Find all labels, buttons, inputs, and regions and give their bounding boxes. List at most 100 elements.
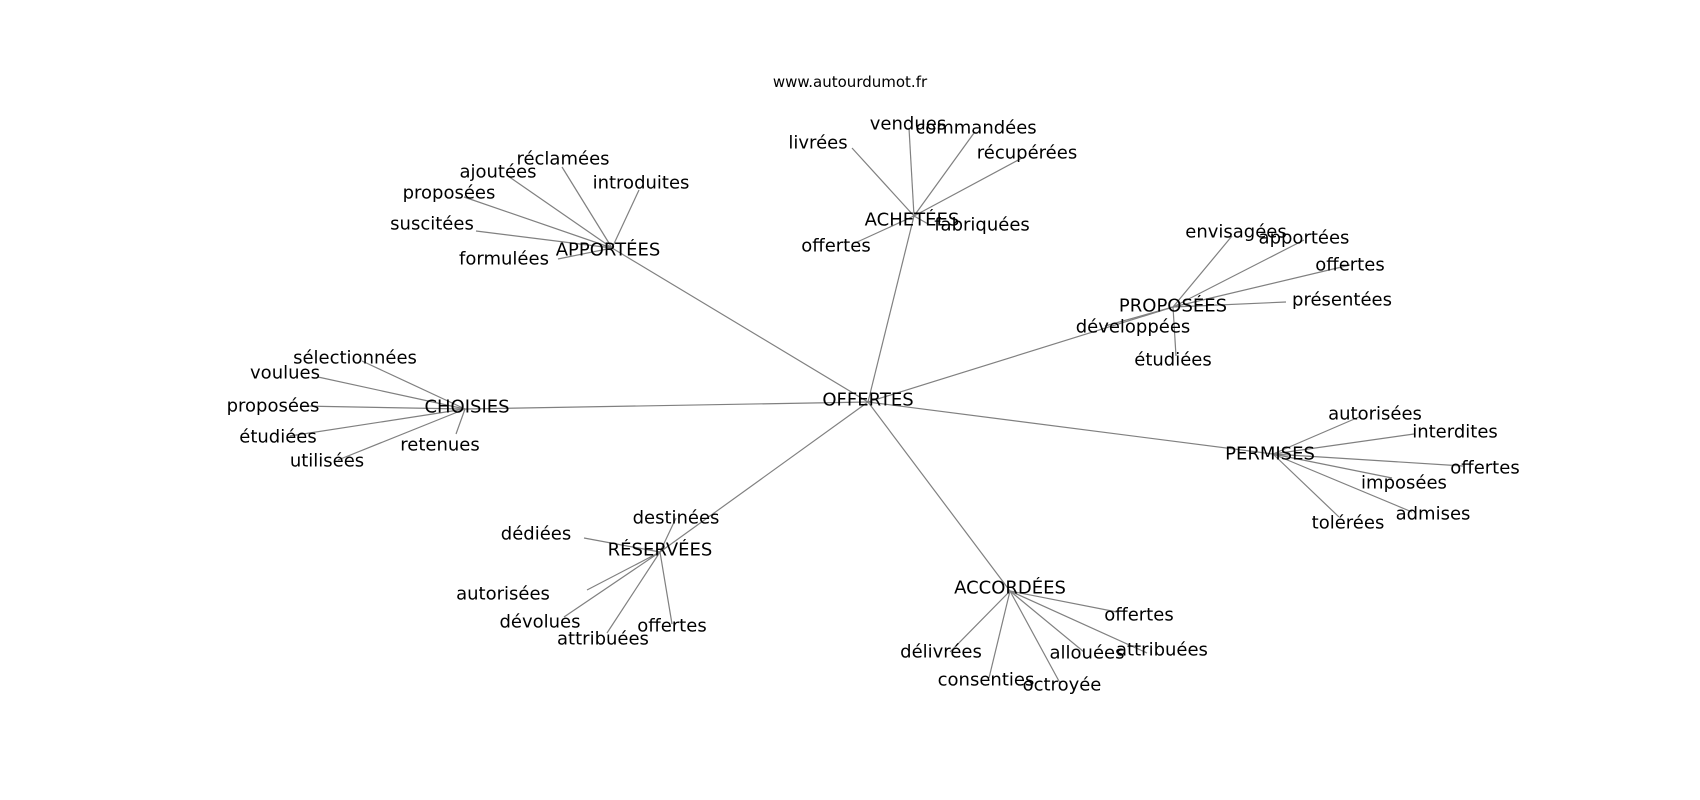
edge-hub-to-word [289, 408, 466, 437]
related-word[interactable]: vendues [870, 114, 946, 135]
related-word[interactable]: retenues [400, 435, 479, 456]
site-watermark: www.autourdumot.fr [772, 73, 928, 91]
related-word[interactable]: dédiées [501, 524, 571, 545]
edge-hub-to-word [1009, 590, 1118, 613]
edge-hub-to-word [1172, 239, 1305, 308]
related-word[interactable]: récupérées [977, 143, 1077, 164]
edge-hub-to-word [475, 230, 613, 249]
related-word[interactable]: fabriquées [934, 215, 1030, 236]
graph-edges [289, 127, 1464, 684]
edge-center-to-hub [611, 247, 869, 403]
related-word[interactable]: proposées [403, 183, 496, 204]
related-word[interactable]: destinées [633, 508, 720, 529]
related-word[interactable]: octroyée [1023, 675, 1102, 696]
edge-hub-to-word [361, 360, 466, 410]
edge-hub-to-word [988, 590, 1011, 679]
edge-hub-to-word [300, 405, 466, 410]
edge-hub-to-word [611, 189, 640, 249]
edge-hub-to-word [854, 215, 915, 244]
edge-center-to-hub [867, 401, 1274, 455]
hub-word[interactable]: ACCORDÉES [954, 577, 1066, 599]
related-word[interactable]: offertes [1104, 605, 1173, 626]
edge-hub-to-word [1272, 453, 1393, 479]
related-word[interactable]: suscitées [390, 214, 474, 235]
related-word[interactable]: étudiées [1134, 350, 1212, 371]
related-word[interactable]: interdites [1412, 422, 1498, 443]
related-word[interactable]: envisagées [1185, 222, 1287, 243]
edge-center-to-hub [867, 401, 1011, 592]
edge-hub-to-word [1272, 453, 1464, 467]
edge-hub-to-word [1009, 590, 1148, 654]
related-word[interactable]: attribuées [557, 629, 649, 650]
edge-hub-to-word [337, 408, 466, 461]
edge-hub-to-word [913, 215, 931, 226]
edge-hub-to-word [1272, 453, 1340, 518]
hub-word[interactable]: CHOISIES [424, 397, 509, 418]
edge-hub-to-word [606, 551, 661, 634]
edge-hub-to-word [1009, 590, 1085, 653]
edge-hub-to-word [913, 132, 975, 217]
related-word[interactable]: offertes [637, 616, 706, 637]
related-word[interactable]: offertes [801, 236, 870, 257]
hub-word[interactable]: RÉSERVÉES [608, 539, 713, 561]
edge-hub-to-word [659, 517, 677, 553]
edge-center-to-hub [464, 401, 869, 410]
edge-hub-to-word [908, 127, 915, 217]
related-word[interactable]: autorisées [456, 584, 550, 605]
related-word[interactable]: réclamées [516, 149, 609, 170]
edge-hub-to-word [586, 551, 661, 591]
edge-hub-to-word [1009, 590, 1061, 684]
edge-hub-to-word [659, 551, 673, 625]
related-word[interactable]: proposées [227, 396, 320, 417]
related-word[interactable]: délivrées [900, 642, 982, 663]
related-word[interactable]: présentées [1292, 290, 1392, 311]
edge-hub-to-word [455, 408, 466, 435]
related-word[interactable]: commandées [915, 118, 1036, 139]
edge-hub-to-word [1272, 453, 1413, 513]
edge-hub-to-word [1172, 235, 1233, 308]
related-word[interactable]: attribuées [1116, 640, 1208, 661]
related-word[interactable]: sélectionnées [293, 348, 417, 369]
related-word[interactable]: développées [1076, 317, 1191, 338]
related-word[interactable]: consenties [938, 670, 1035, 691]
edge-hub-to-word [851, 147, 915, 217]
related-word[interactable]: offertes [1315, 255, 1384, 276]
edge-hub-to-word [1172, 264, 1351, 308]
edge-hub-to-word [1272, 416, 1360, 455]
related-word[interactable]: offertes [1450, 458, 1519, 479]
edge-hub-to-word [563, 551, 661, 618]
related-word[interactable]: dévolues [499, 612, 580, 633]
hub-word[interactable]: ACHETÉES [865, 209, 960, 231]
edge-center-to-hub [867, 215, 915, 403]
edge-hub-to-word [1172, 301, 1287, 308]
related-word[interactable]: livrées [788, 133, 847, 154]
edge-hub-to-word [1272, 433, 1415, 455]
related-word[interactable]: autorisées [1328, 404, 1422, 425]
related-word[interactable]: admises [1396, 504, 1471, 525]
edge-hub-to-word [557, 247, 613, 260]
related-word[interactable]: imposées [1361, 473, 1447, 494]
edge-hub-to-word [561, 166, 613, 249]
edge-center-to-hub [659, 401, 869, 553]
related-word[interactable]: apportées [1259, 228, 1350, 249]
edge-hub-to-word [949, 590, 1011, 653]
related-word[interactable]: voulues [250, 363, 320, 384]
related-word[interactable]: formulées [459, 249, 549, 270]
related-word[interactable]: allouées [1050, 643, 1125, 664]
related-word[interactable]: tolérées [1312, 513, 1385, 534]
hub-word[interactable]: PERMISES [1225, 444, 1315, 465]
edge-hub-to-word [463, 196, 613, 249]
hub-word[interactable]: APPORTÉES [556, 239, 661, 261]
edge-hub-to-word [1104, 306, 1174, 327]
hub-word[interactable]: PROPOSÉES [1119, 295, 1227, 317]
related-word[interactable]: ajoutées [459, 162, 536, 183]
edge-center-to-hub [867, 306, 1174, 403]
related-word[interactable]: utilisées [290, 451, 364, 472]
related-word[interactable]: étudiées [239, 427, 317, 448]
edge-hub-to-word [317, 376, 466, 410]
related-word[interactable]: introduites [593, 173, 690, 194]
edge-hub-to-word [507, 175, 613, 249]
center-word[interactable]: OFFERTES [822, 390, 913, 411]
